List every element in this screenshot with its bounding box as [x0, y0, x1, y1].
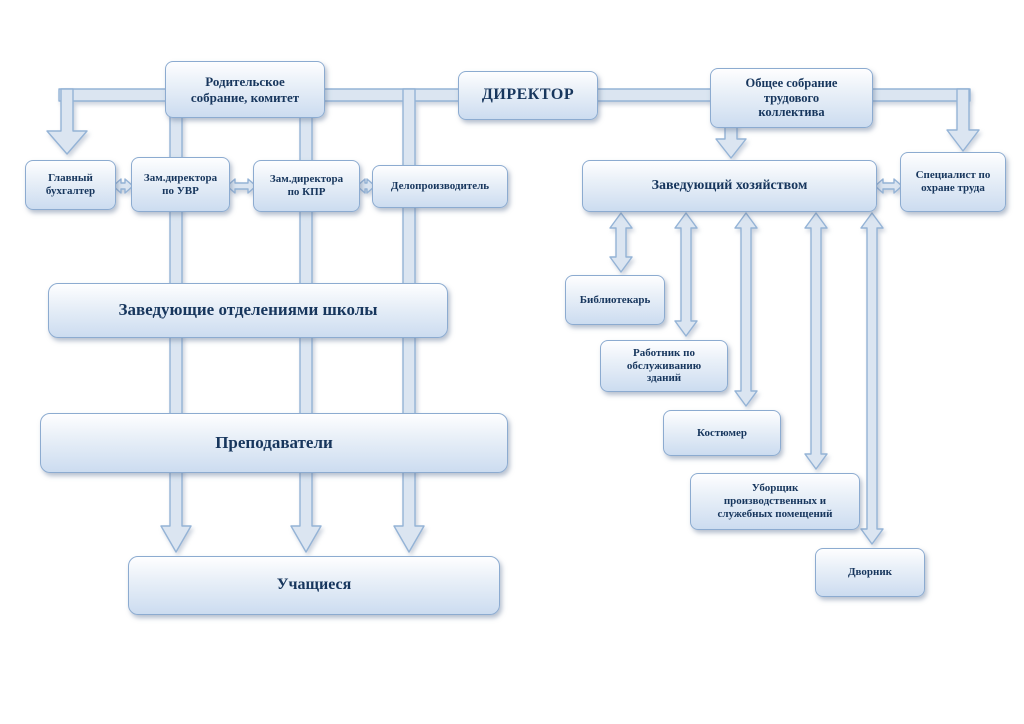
- node-clerk: Делопроизводитель: [372, 165, 508, 208]
- node-students: Учащиеся: [128, 556, 500, 615]
- node-costumer-label: Костюмер: [697, 426, 747, 439]
- node-department-heads: Заведующие отделениями школы: [48, 283, 448, 338]
- arrow-chief-uvr: [112, 178, 134, 194]
- arrow-facilities-librarian: [609, 212, 633, 273]
- node-cleaner: Уборщик производственных и служебных пом…: [690, 473, 860, 530]
- node-safety-specialist-label: Специалист по охране труда: [915, 169, 991, 194]
- node-cleaner-label: Уборщик производственных и служебных пом…: [717, 482, 833, 520]
- node-janitor: Дворник: [815, 548, 925, 597]
- node-clerk-label: Делопроизводитель: [390, 180, 490, 193]
- node-deputy-kpr: Зам.директора по КПР: [253, 160, 360, 212]
- node-building-worker: Работник по обслуживанию зданий: [600, 340, 728, 392]
- node-teachers: Преподаватели: [40, 413, 508, 473]
- arrow-facilities-cleaner: [804, 212, 828, 470]
- arrow-facilities-safety: [874, 178, 903, 194]
- node-chief-accountant-label: Главный бухгалтер: [45, 172, 96, 197]
- node-parent-committee-label: Родительское собрание, комитет: [190, 74, 300, 105]
- node-facilities-manager-label: Заведующий хозяйством: [651, 177, 808, 193]
- node-safety-specialist: Специалист по охране труда: [900, 152, 1006, 212]
- node-costumer: Костюмер: [663, 410, 781, 456]
- arrow-facilities-building-worker: [674, 212, 698, 337]
- node-general-meeting-label: Общее собрание трудового коллектива: [745, 75, 838, 120]
- arrow-to-safety-specialist: [946, 88, 980, 152]
- node-deputy-uvr: Зам.директора по УВР: [131, 157, 230, 212]
- arrow-facilities-janitor: [860, 212, 884, 545]
- node-janitor-label: Дворник: [847, 566, 893, 579]
- arrow-uvr-kpr: [226, 178, 257, 194]
- node-deputy-uvr-label: Зам.директора по УВР: [143, 171, 218, 197]
- arrow-to-facilities-manager: [715, 123, 747, 159]
- arrow-facilities-costumer: [734, 212, 758, 407]
- node-director-label: ДИРЕКТОР: [481, 86, 575, 104]
- node-deputy-kpr-label: Зам.директора по КПР: [269, 173, 344, 198]
- arrow-to-chief-accountant: [46, 88, 88, 155]
- node-general-meeting: Общее собрание трудового коллектива: [710, 68, 873, 128]
- node-parent-committee: Родительское собрание, комитет: [165, 61, 325, 118]
- node-teachers-label: Преподаватели: [215, 432, 333, 452]
- node-facilities-manager: Заведующий хозяйством: [582, 160, 877, 212]
- node-department-heads-label: Заведующие отделениями школы: [118, 300, 378, 320]
- node-librarian-label: Библиотекарь: [579, 293, 651, 306]
- node-students-label: Учащиеся: [276, 576, 352, 594]
- node-director: ДИРЕКТОР: [458, 71, 598, 120]
- node-librarian: Библиотекарь: [565, 275, 665, 325]
- node-chief-accountant: Главный бухгалтер: [25, 160, 116, 210]
- node-building-worker-label: Работник по обслуживанию зданий: [626, 346, 702, 385]
